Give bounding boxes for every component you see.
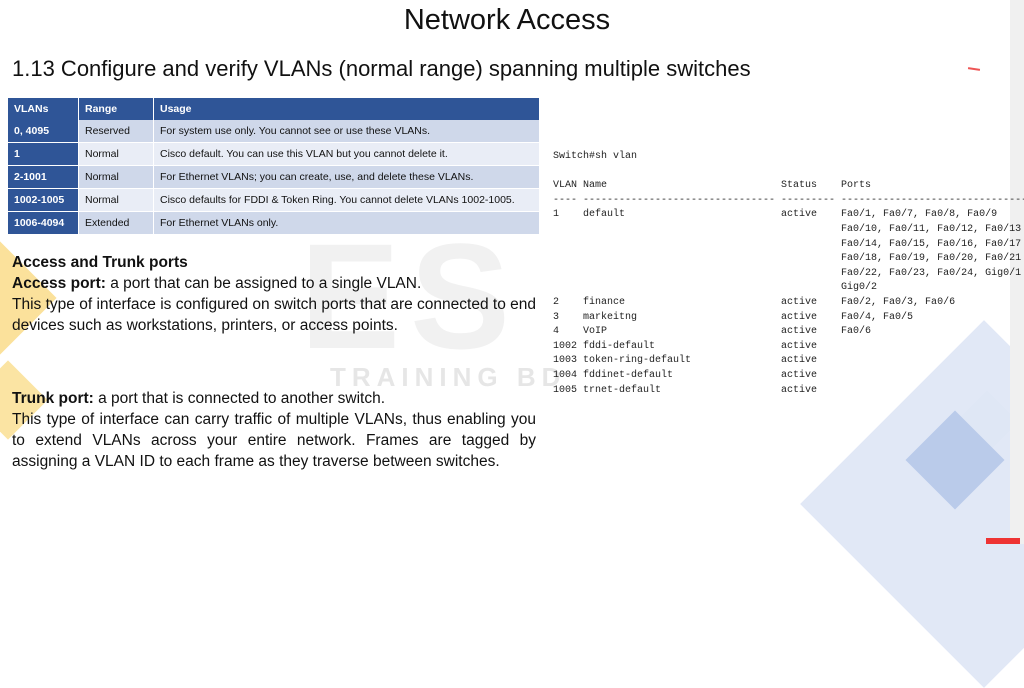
cli-header: VLAN Name Status Ports [553, 180, 872, 192]
table-row: 1 Normal Cisco default. You can use this… [8, 142, 540, 166]
cli-output: Switch#sh vlan VLAN Name Status Ports ---… [553, 150, 1024, 398]
scrollbar[interactable] [1010, 0, 1024, 544]
cli-line: 2 finance active Fa0/2, Fa0/3, Fa0/6 [553, 296, 956, 308]
cli-line: Gig0/2 [553, 282, 878, 294]
cli-line: Fa0/10, Fa0/11, Fa0/12, Fa0/13 [553, 223, 1022, 235]
access-port-def-text: a port that can be assigned to a single … [105, 275, 422, 292]
cli-line: Fa0/18, Fa0/19, Fa0/20, Fa0/21 [553, 253, 1022, 265]
cell-range: Extended [78, 211, 154, 235]
cell-vlans: 1006-4094 [8, 211, 79, 235]
cell-vlans: 1002-1005 [8, 188, 79, 212]
cli-blank [553, 165, 1024, 180]
section-heading: 1.13 Configure and verify VLANs (normal … [12, 56, 751, 81]
vlan-range-table: VLANs Range Usage 0, 4095 Reserved For s… [8, 98, 540, 235]
col-header-vlans: VLANs [8, 98, 79, 120]
table-row: 0, 4095 Reserved For system use only. Yo… [8, 120, 540, 143]
trunk-port-definition: Trunk port: a port that is connected to … [12, 388, 536, 409]
access-port-description: This type of interface is configured on … [12, 296, 536, 334]
cell-vlans: 2-1001 [8, 165, 79, 189]
cell-usage: For Ethernet VLANs only. [153, 211, 540, 235]
table-row: 1002-1005 Normal Cisco defaults for FDDI… [8, 188, 540, 212]
page-title: Network Access [403, 4, 611, 36]
annotation-mark [967, 67, 981, 71]
cli-line: 1 default active Fa0/1, Fa0/7, Fa0/8, Fa… [553, 209, 998, 221]
cell-range: Normal [78, 142, 154, 166]
access-port-label: Access port: [12, 275, 106, 292]
cell-vlans: 0, 4095 [8, 120, 79, 143]
cli-line: 4 VoIP active Fa0/6 [553, 326, 872, 338]
corner-marker [986, 538, 1020, 544]
cli-line: 1002 fddi-default active [553, 340, 818, 352]
access-port-definition: Access port: a port that can be assigned… [12, 273, 536, 294]
trunk-port-description: This type of interface can carry traffic… [12, 411, 536, 470]
cli-line: Fa0/22, Fa0/23, Fa0/24, Gig0/1 [553, 267, 1022, 279]
cell-usage: Cisco defaults for FDDI & Token Ring. Yo… [153, 188, 540, 212]
cli-line: 1004 fddinet-default active [553, 369, 818, 381]
ports-explanation: Access and Trunk ports Access port: a po… [12, 252, 536, 336]
cell-usage: For system use only. You cannot see or u… [153, 120, 540, 143]
cli-separator: ---- -------------------------------- --… [553, 194, 1024, 206]
cell-range: Normal [78, 188, 154, 212]
cell-usage: For Ethernet VLANs; you can create, use,… [153, 165, 540, 189]
cli-line: Fa0/14, Fa0/15, Fa0/16, Fa0/17 [553, 238, 1022, 250]
table-row: 2-1001 Normal For Ethernet VLANs; you ca… [8, 165, 540, 189]
ports-heading: Access and Trunk ports [12, 254, 188, 271]
cli-prompt: Switch#sh vlan [553, 151, 638, 162]
col-header-range: Range [78, 98, 154, 120]
trunk-port-def-text: a port that is connected to another swit… [93, 390, 386, 407]
trunk-explanation: Trunk port: a port that is connected to … [12, 388, 536, 472]
cell-vlans: 1 [8, 142, 79, 166]
cli-line: 1003 token-ring-default active [553, 355, 818, 367]
trunk-port-label: Trunk port: [12, 390, 94, 407]
cell-usage: Cisco default. You can use this VLAN but… [153, 142, 540, 166]
watermark-logo: ES [300, 212, 521, 380]
cli-line: 3 markeitng active Fa0/4, Fa0/5 [553, 311, 914, 323]
cli-line: 1005 trnet-default active [553, 384, 818, 396]
watermark-text: TRAINING BD [330, 362, 567, 392]
col-header-usage: Usage [153, 98, 540, 120]
decor-blue-diamond-light [955, 390, 1019, 454]
cell-range: Normal [78, 165, 154, 189]
table-header-row: VLANs Range Usage [8, 98, 540, 120]
table-row: 1006-4094 Extended For Ethernet VLANs on… [8, 211, 540, 235]
cell-range: Reserved [78, 120, 154, 143]
decor-blue-diamond-small [905, 410, 1005, 510]
